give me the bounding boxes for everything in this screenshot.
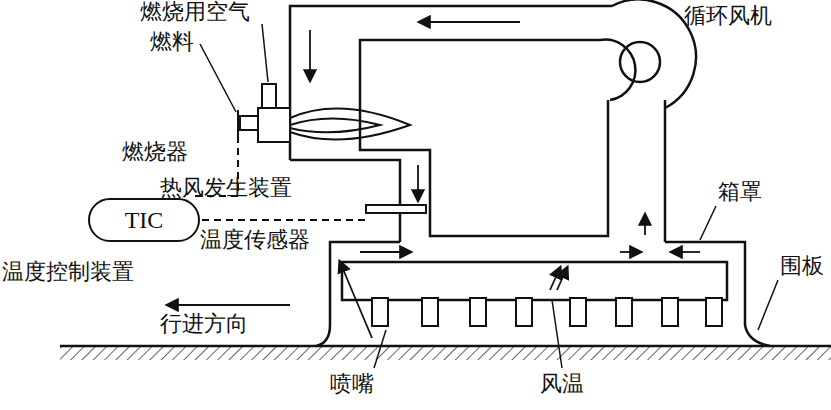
part-label: 行进方向 <box>160 312 248 336</box>
part-label: 热风发生装置 <box>160 176 292 200</box>
part-label: 燃烧用空气 <box>140 0 250 24</box>
part-label: 温度控制装置 <box>2 260 134 284</box>
part-label: 循环风机 <box>684 4 772 28</box>
part-label: 箱罩 <box>718 180 762 204</box>
part-label: 燃料 <box>150 30 194 54</box>
controller-capsule: TIC <box>88 198 200 242</box>
part-label: 围板 <box>780 254 824 278</box>
part-label: 燃烧器 <box>122 140 188 164</box>
part-label: 温度传感器 <box>200 228 310 252</box>
part-label: 喷嘴 <box>330 372 374 396</box>
part-label: 风温 <box>540 372 584 396</box>
controller-tag: TIC <box>125 207 164 234</box>
